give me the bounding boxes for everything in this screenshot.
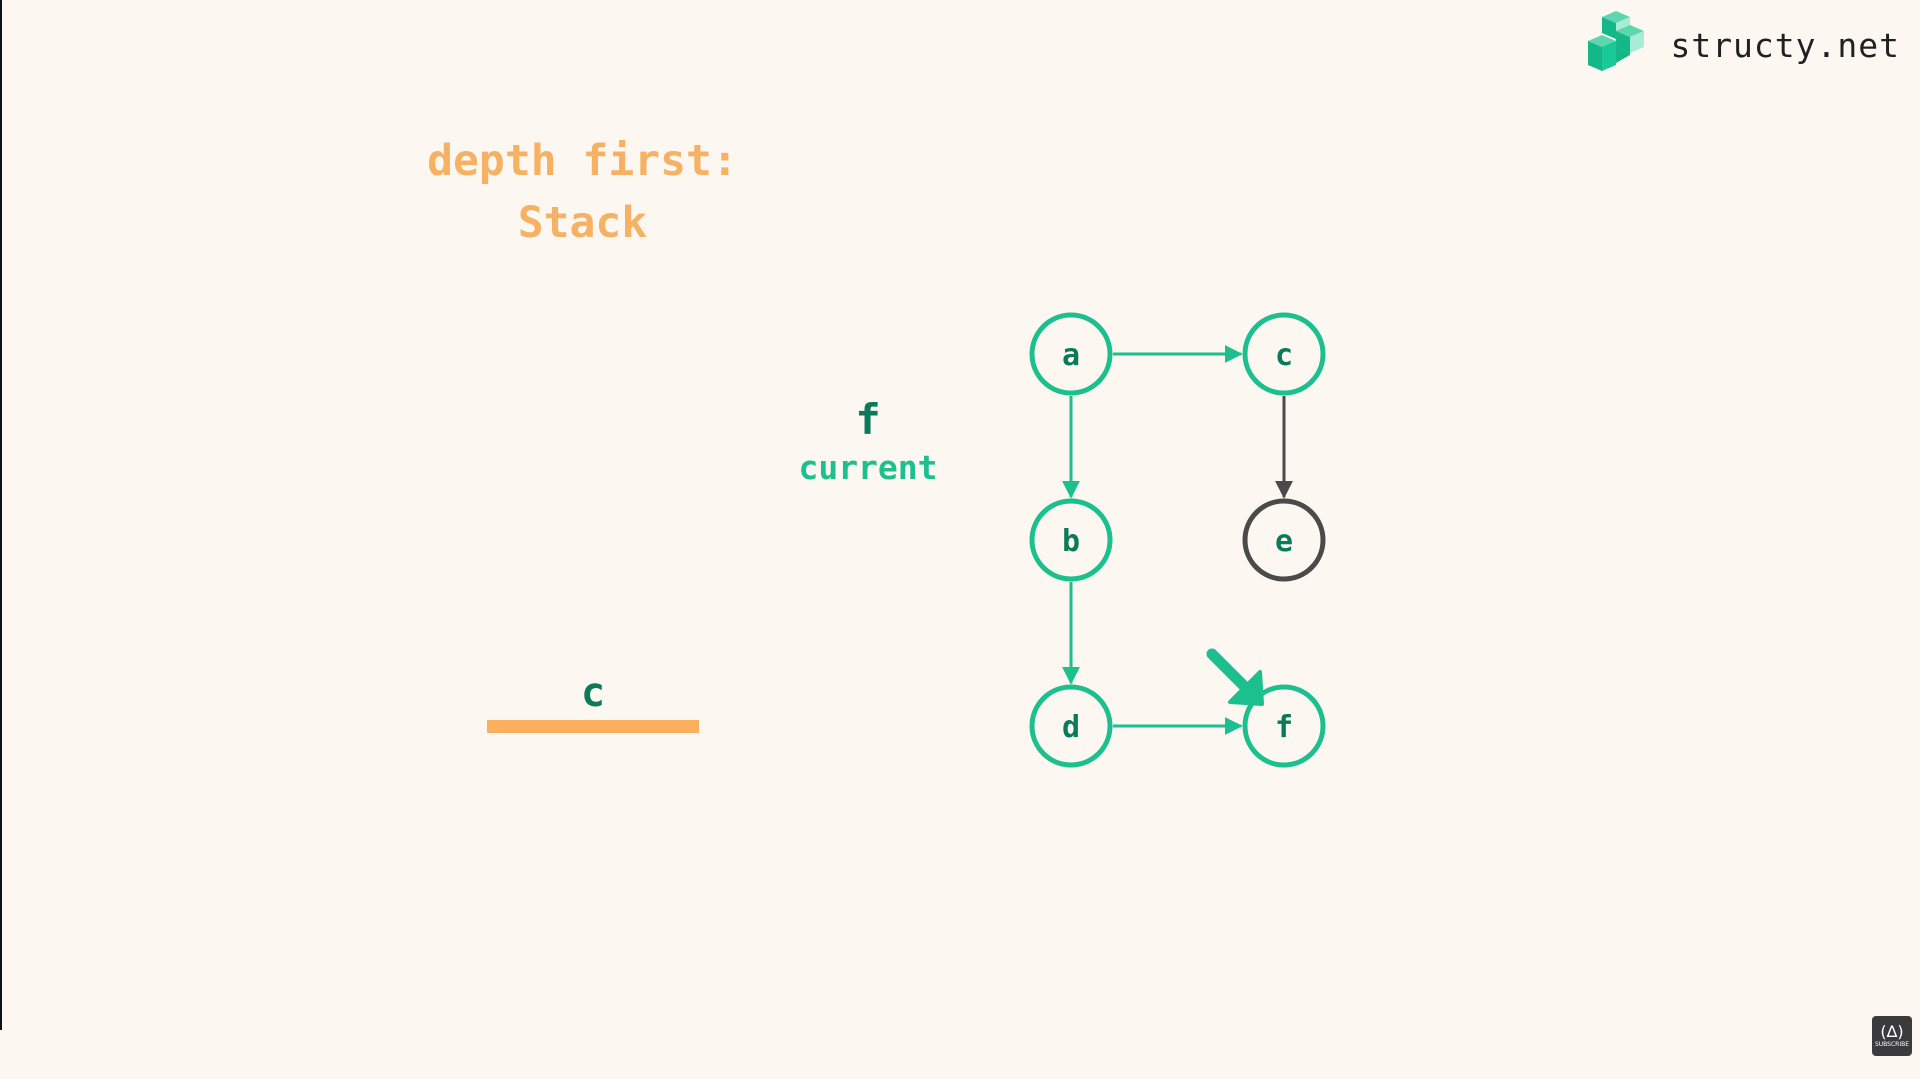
node-label-f: f xyxy=(1275,710,1293,745)
brand[interactable]: structy.net xyxy=(1580,10,1900,80)
current-node-value: f xyxy=(855,395,881,444)
pointer-arrow-head xyxy=(1228,670,1264,706)
node-label-a: a xyxy=(1062,338,1080,373)
node-label-b: b xyxy=(1062,524,1080,559)
node-label-c: c xyxy=(1275,338,1293,373)
stack-base xyxy=(487,720,699,733)
graph-node-c: c xyxy=(1242,312,1326,396)
graph-node-a: a xyxy=(1029,312,1113,396)
node-circle-c xyxy=(1242,312,1326,396)
stack-item: c xyxy=(580,670,606,716)
graph-nodes: a b c d e f xyxy=(1029,312,1326,768)
current-node-label: current xyxy=(798,448,938,487)
graph-node-e: e xyxy=(1242,498,1326,582)
bottom-strip xyxy=(0,1030,1920,1079)
subscribe-text: SUBSCRIBE xyxy=(1874,1041,1910,1048)
page-title: depth first: Stack xyxy=(400,130,765,254)
node-circle-a xyxy=(1029,312,1113,396)
node-label-e: e xyxy=(1275,524,1293,559)
node-label-d: d xyxy=(1062,710,1080,745)
graph-edges xyxy=(1062,345,1293,735)
pointer-arrow-icon xyxy=(1206,648,1264,706)
brand-name: structy.net xyxy=(1670,25,1900,65)
title-line-2: Stack xyxy=(517,198,648,248)
graph-node-d: d xyxy=(1029,684,1113,768)
structy-blocks-logo-icon xyxy=(1588,11,1645,71)
node-circle-d xyxy=(1029,684,1113,768)
graph-node-b: b xyxy=(1029,498,1113,582)
subscribe-watermark[interactable]: (∆) SUBSCRIBE xyxy=(1872,1016,1912,1056)
title-line-1: depth first: xyxy=(427,136,738,186)
freecodecamp-subscribe-icon: (∆) xyxy=(1880,1022,1904,1041)
node-circle-f xyxy=(1242,684,1326,768)
graph-node-f: f xyxy=(1242,684,1326,768)
node-circle-e xyxy=(1242,498,1326,582)
node-circle-b xyxy=(1029,498,1113,582)
left-edge-divider xyxy=(0,0,2,1030)
